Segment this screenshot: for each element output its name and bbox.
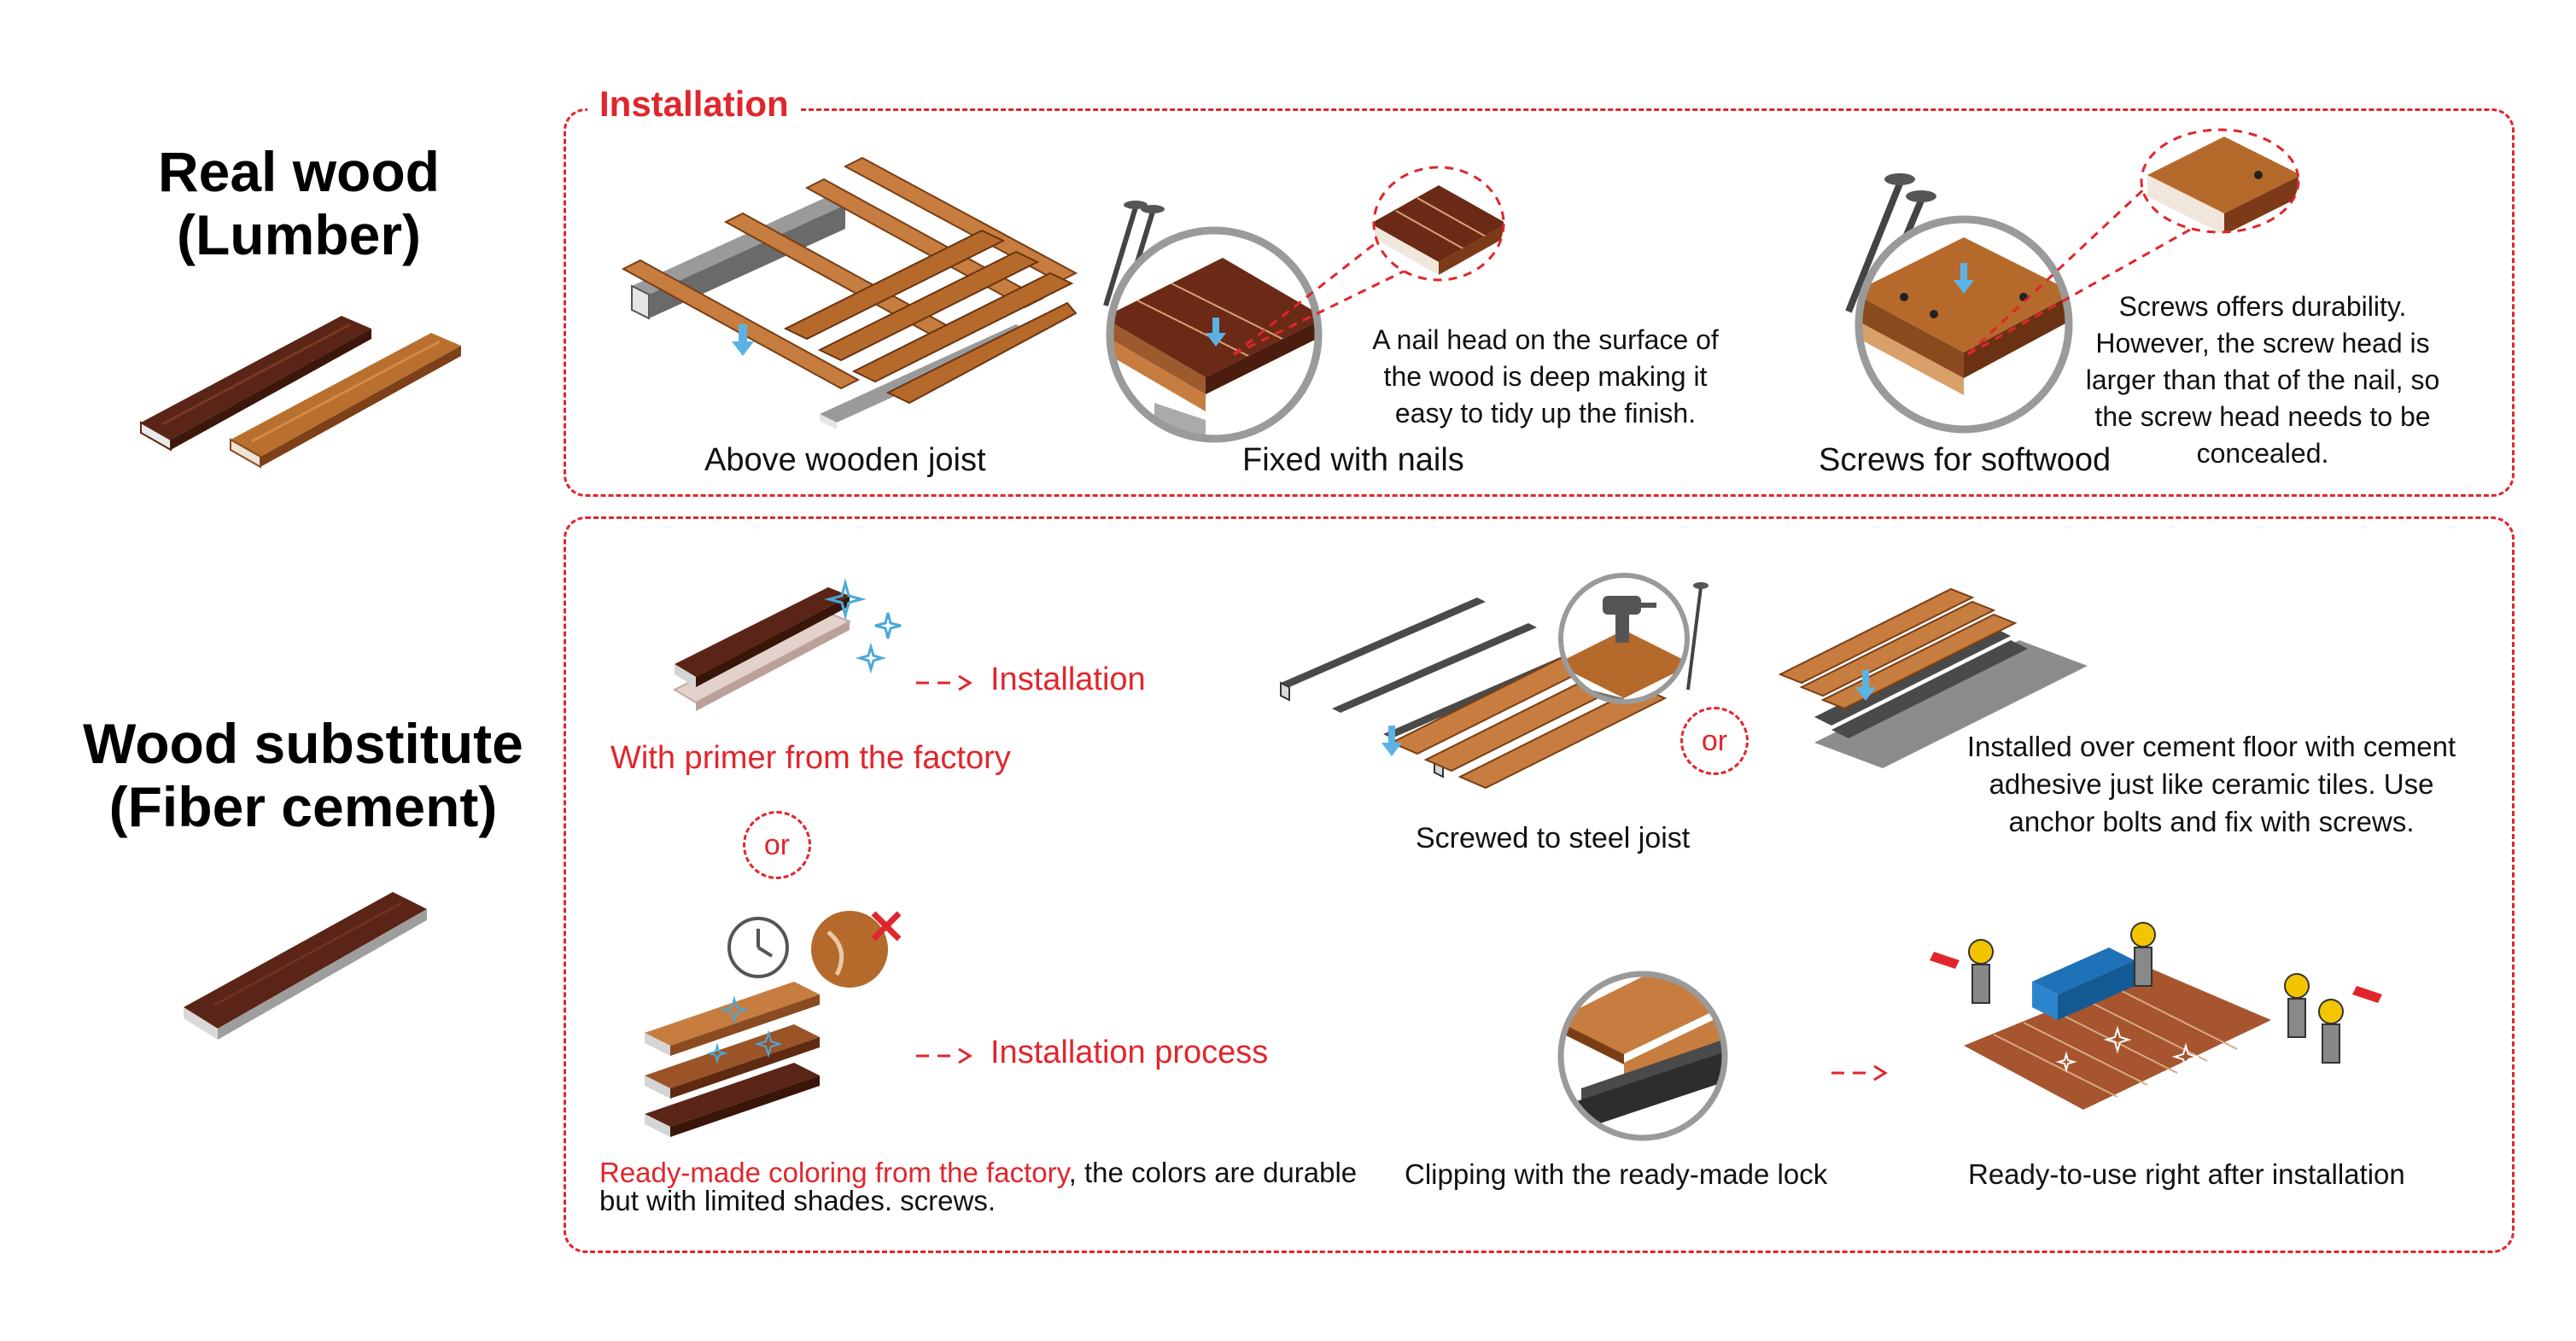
wood-substitute-panel bbox=[564, 516, 2515, 1253]
or-bubble-left: or bbox=[743, 811, 811, 879]
sofa-icon bbox=[2032, 947, 2135, 1020]
drill-icon bbox=[1603, 596, 1656, 643]
wooden-joist-icon bbox=[621, 156, 1078, 429]
real-wood-installation-panel bbox=[564, 108, 2515, 497]
wood-substitute-title-line1: Wood substitute bbox=[83, 712, 523, 775]
colored-caption: Ready-made coloring from the factory, th… bbox=[599, 1158, 1357, 1215]
dashed-arrow-icon bbox=[916, 1047, 973, 1064]
dashed-arrow-icon bbox=[916, 674, 973, 691]
installation-section-label: Installation bbox=[587, 84, 801, 125]
lumber-planks-icon bbox=[140, 316, 461, 469]
screw-zoom-lines bbox=[1966, 156, 2212, 356]
colored-caption-red: Ready-made coloring from the factory bbox=[599, 1157, 1069, 1188]
steel-joist-caption: Screwed to steel joist bbox=[1416, 822, 1691, 854]
wood-substitute-title: Wood substitute (Fiber cement) bbox=[51, 712, 555, 839]
colored-installation-process-label: Installation process bbox=[990, 1035, 1269, 1070]
nail-zoom-lines bbox=[1233, 229, 1418, 356]
drill-detail-circle bbox=[1558, 573, 1709, 704]
or-bubble-middle: or bbox=[1680, 707, 1749, 775]
fixed-with-nails-caption: Fixed with nails bbox=[1242, 442, 1464, 478]
primer-caption: With primer from the factory bbox=[610, 740, 1011, 776]
screws-for-softwood-caption: Screws for softwood bbox=[1819, 442, 2112, 478]
nail-note: A nail head on the surface of the wood i… bbox=[1372, 324, 1719, 429]
cement-floor-note: Installed over cement floor with cement … bbox=[1966, 731, 2456, 838]
ready-to-use-scene bbox=[1930, 922, 2382, 1110]
wood-texture-swatch bbox=[811, 911, 902, 988]
real-wood-title: Real wood (Lumber) bbox=[111, 140, 487, 267]
sparkle-icon bbox=[824, 578, 902, 674]
dashed-arrow-icon bbox=[1831, 1064, 1888, 1082]
colored-plank-stack-icon bbox=[645, 982, 820, 1137]
wood-substitute-title-line2: (Fiber cement) bbox=[108, 774, 498, 838]
fiber-cement-plank-icon bbox=[184, 892, 427, 1040]
colored-caption-rest: , the colors are durable bbox=[1068, 1157, 1358, 1188]
above-wooden-joist-caption: Above wooden joist bbox=[704, 442, 986, 478]
clock-icon bbox=[727, 917, 789, 978]
primer-installation-label: Installation bbox=[990, 662, 1146, 697]
cement-floor-icon bbox=[1778, 587, 2088, 768]
colored-caption-line1: Ready-made coloring from the factory, th… bbox=[599, 1158, 1357, 1186]
colored-caption-line2: but with limited shades. screws. bbox=[599, 1185, 996, 1216]
x-mark-icon bbox=[871, 911, 902, 942]
clip-lock-detail-circle bbox=[1557, 971, 1728, 1141]
clip-lock-caption: Clipping with the ready-made lock bbox=[1405, 1158, 1828, 1190]
real-wood-title-line2: (Lumber) bbox=[177, 202, 421, 266]
real-wood-title-line1: Real wood bbox=[157, 140, 441, 203]
nail-head-zoom-circle bbox=[1372, 166, 1505, 282]
steel-joist-icon bbox=[1280, 598, 1668, 790]
screw-detail-circle bbox=[1855, 215, 2073, 434]
screw-head-zoom-circle bbox=[2140, 128, 2300, 234]
worker-icon bbox=[1968, 922, 2344, 1064]
primer-plank-icon bbox=[672, 578, 902, 711]
screw-note: Screws offers durability. However, the s… bbox=[2085, 291, 2440, 469]
ready-to-use-caption: Ready-to-use right after installation bbox=[1968, 1158, 2405, 1190]
nail-detail-circle bbox=[1106, 226, 1323, 443]
